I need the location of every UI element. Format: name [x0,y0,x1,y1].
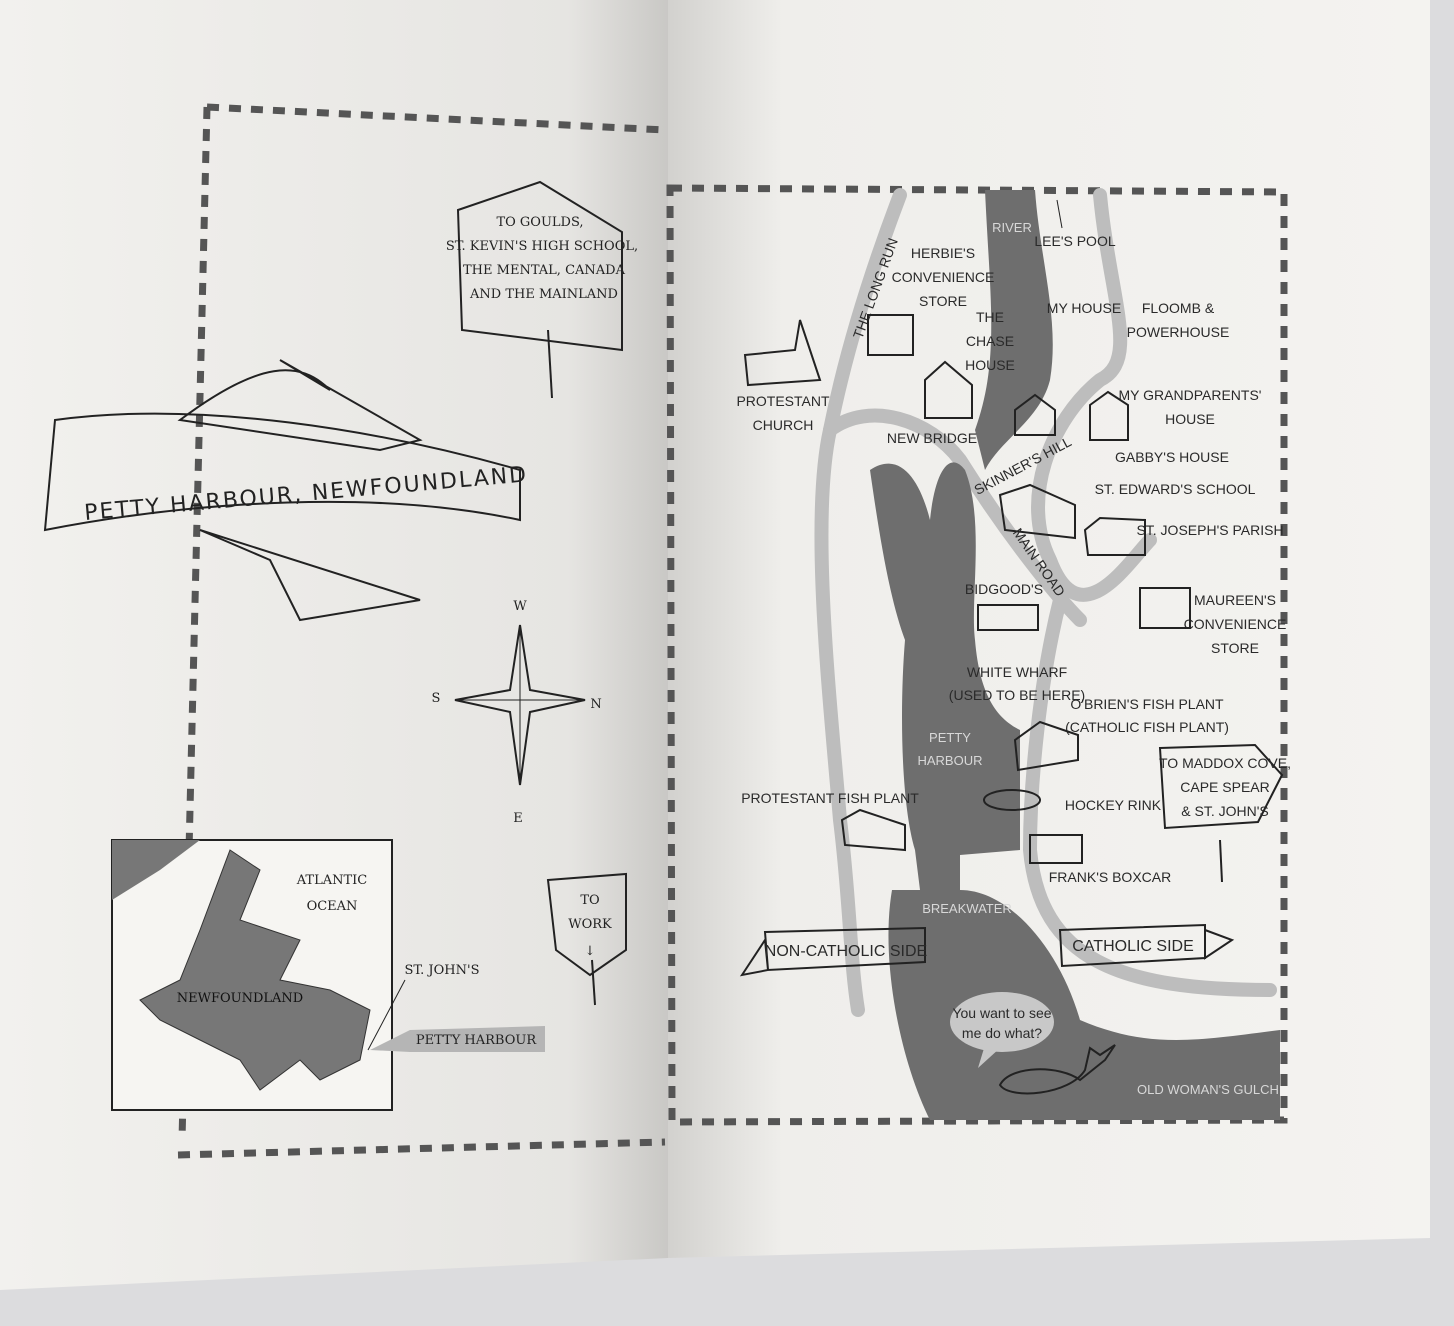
bidgoods-label: BIDGOOD'S [965,581,1043,597]
north-arrow-icon [1056,199,1063,229]
church-drawing [743,319,822,387]
roads [814,188,1277,1017]
floomb-label: FLOOMB & [1142,300,1215,316]
boxcar-drawing [1029,834,1083,864]
houses-drawing [1014,390,1129,441]
herbies-label: CONVENIENCE [892,269,995,285]
gabbys-house-label: GABBY'S HOUSE [1115,449,1229,465]
work-sign: TO WORK ↓ [546,872,627,1006]
new-bridge-label: NEW BRIDGE [887,430,977,446]
inset-island-label: NEWFOUNDLAND [177,991,303,1006]
white-wharf-label: (USED TO BE HERE) [949,687,1085,703]
hockey-rink-label: HOCKEY RINK [1065,797,1162,813]
hockey-rink-drawing [983,789,1041,811]
franks-boxcar-label: FRANK'S BOXCAR [1049,869,1171,885]
my-house-label: MY HOUSE [1047,300,1121,316]
north-sign-line: THE MENTAL, CANADA [463,263,626,278]
chase-house-drawing [924,360,973,419]
floomb-label: POWERHOUSE [1127,324,1230,340]
river-label: RIVER [992,220,1032,235]
obriens-label: O'BRIEN'S FISH PLANT [1070,696,1224,712]
protestant-church-label: CHURCH [753,417,814,433]
north-sign-line: TO GOULDS, [496,215,583,230]
maddox-sign-line: & ST. JOHN'S [1181,803,1268,819]
st-josephs-label: ST. JOSEPH'S PARISH [1136,522,1283,538]
st-edwards-label: ST. EDWARD'S SCHOOL [1095,481,1256,497]
herbies-store-drawing [867,314,914,356]
harbour-label: HARBOUR [917,753,982,768]
protestant-fish-plant-label: PROTESTANT FISH PLANT [741,790,919,806]
whale-icon [998,1044,1116,1095]
compass-rose: W S N E [432,599,602,826]
harbour-label: PETTY [929,730,971,745]
grandparents-label: HOUSE [1165,411,1215,427]
maddox-sign-line: TO MADDOX COVE, [1159,755,1291,771]
compass-s: S [432,691,441,706]
inset-map: ATLANTIC OCEAN NEWFOUNDLAND ST. JOHN'S P… [111,839,545,1111]
north-sign: TO GOULDS, ST. KEVIN'S HIGH SCHOOL, THE … [446,180,638,399]
obriens-plant-drawing [1013,720,1079,772]
inset-city-label: ST. JOHN'S [405,963,480,978]
inset-ocean-label: OCEAN [307,899,358,914]
compass-e: E [513,811,523,826]
non-catholic-banner: NON-CATHOLIC SIDE [739,926,927,977]
obriens-label: (CATHOLIC FISH PLANT) [1065,719,1229,735]
non-catholic-label: NON-CATHOLIC SIDE [765,943,927,960]
compass-n: N [590,697,601,712]
maureens-store-drawing [1139,587,1191,629]
chase-house-label: HOUSE [965,357,1015,373]
map-labels: RIVER LEE'S POOL THE LONG RUN HERBIE'S C… [736,199,1291,1097]
lees-pool-label: LEE'S POOL [1034,233,1115,249]
north-sign-line: AND THE MAINLAND [469,287,618,302]
catholic-label: CATHOLIC SIDE [1072,938,1194,955]
chase-house-label: THE [976,309,1004,325]
inset-callout-label: PETTY HARBOUR [416,1033,537,1048]
herbies-label: STORE [919,293,967,309]
chase-house-label: CHASE [966,333,1014,349]
maddox-sign: TO MADDOX COVE, CAPE SPEAR & ST. JOHN'S [1158,743,1291,883]
work-sign-line: WORK [568,917,612,932]
north-sign-line: ST. KEVIN'S HIGH SCHOOL, [446,239,638,254]
maureens-label: CONVENIENCE [1184,616,1287,632]
old-womans-gulch-label: OLD WOMAN'S GULCH [1137,1082,1279,1097]
school-drawing [998,483,1076,540]
maureens-label: STORE [1211,640,1259,656]
bidgoods-drawing [977,604,1039,631]
maddox-sign-line: CAPE SPEAR [1180,779,1269,795]
catholic-banner: CATHOLIC SIDE [1058,923,1235,968]
compass-w: W [513,599,527,614]
breakwater-label: BREAKWATER [922,901,1012,916]
speech-line: me do what? [962,1025,1042,1041]
right-map-frame [666,184,1288,1126]
work-sign-line: TO [580,893,599,908]
whale-speech-bubble: You want to see me do what? [950,992,1054,1068]
inset-ocean-label: ATLANTIC [296,873,368,888]
protestant-plant-drawing [840,808,906,852]
maureens-label: MAUREEN'S [1194,592,1276,608]
white-wharf-label: WHITE WHARF [967,664,1067,680]
down-arrow-icon: ↓ [585,944,596,959]
herbies-label: HERBIE'S [911,245,975,261]
grandparents-label: MY GRANDPARENTS' [1119,387,1262,403]
protestant-church-label: PROTESTANT [736,393,830,409]
speech-line: You want to see [952,1005,1051,1021]
water [870,190,1280,1120]
parish-drawing [1083,516,1146,556]
